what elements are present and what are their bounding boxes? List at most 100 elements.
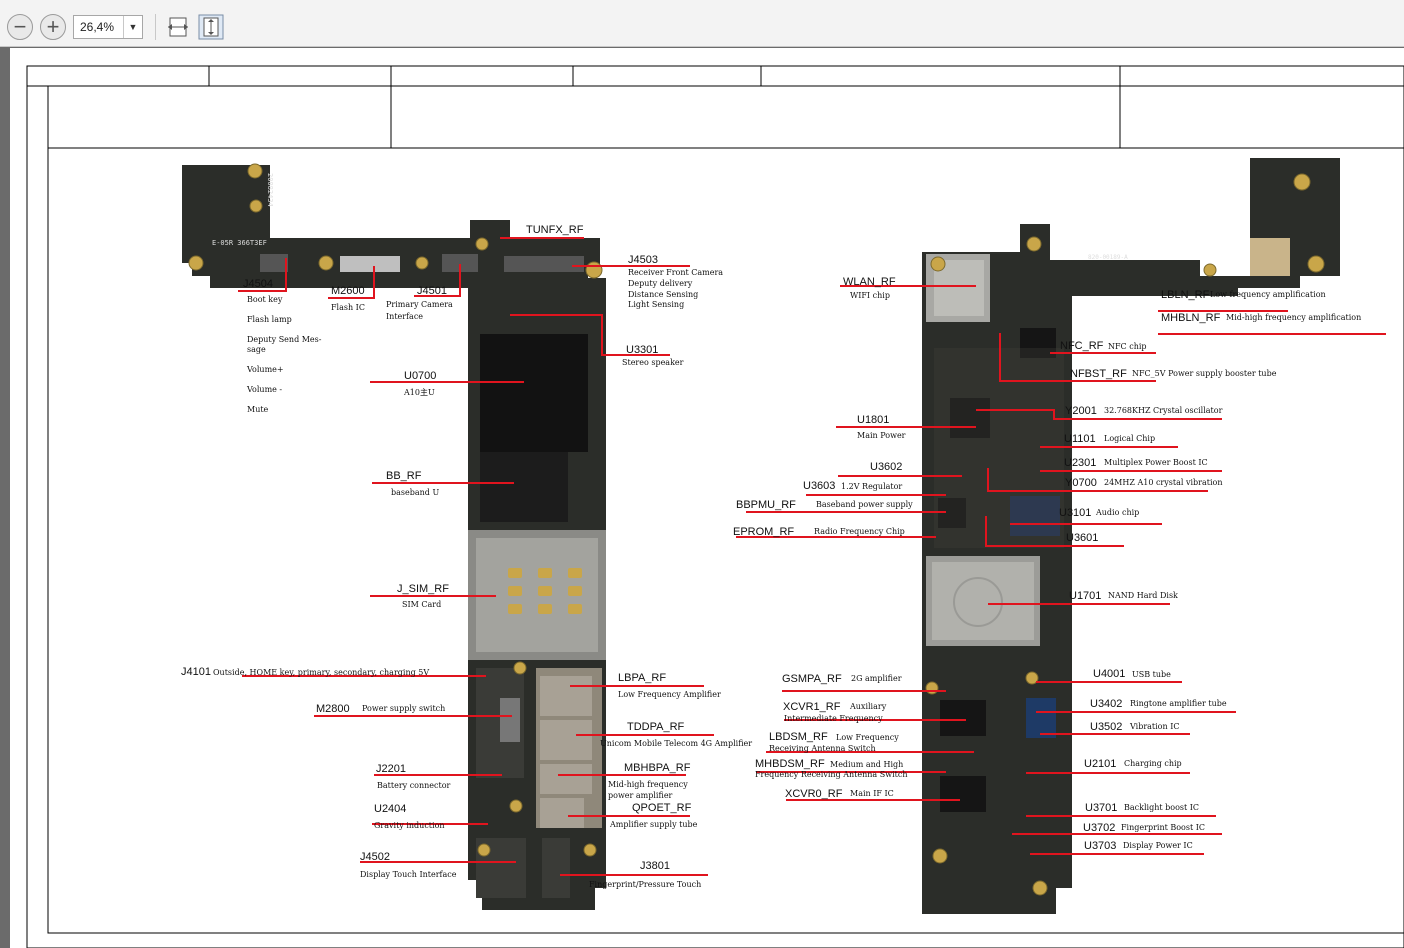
desc-u0700: A10主U [404, 388, 435, 397]
desc-bb-rf: baseband U [391, 488, 440, 497]
label-lbln-rf: LBLN_RF [1161, 289, 1210, 301]
desc-u3603: 1.2V Regulator [841, 482, 903, 491]
sticker-code: 20082434 [266, 173, 274, 207]
zoom-level-field[interactable]: 26,4% ▼ [73, 15, 143, 39]
label-j4502: J4502 [360, 851, 390, 863]
desc-u1101: Logical Chip [1104, 434, 1156, 443]
desc-j4501: Primary Camera [386, 300, 453, 309]
label-j3801: J3801 [640, 860, 670, 872]
desc-y2001: 32.768KHZ Crystal oscillator [1104, 406, 1223, 415]
desc-j3801: Fingerprint/Pressure Touch [589, 880, 702, 889]
desc-j4503-line3: Distance Sensing [628, 290, 699, 299]
desc-u3402: Ringtone amplifier tube [1130, 699, 1227, 708]
desc-j4504-line3: Deputy Send Mes- [247, 335, 322, 344]
label-u3703: U3703 [1084, 840, 1117, 852]
label-eprom-rf: EPROM_RF [733, 526, 795, 538]
desc-lbdsm-rf: Low Frequency [836, 733, 899, 742]
label-u4001: U4001 [1093, 668, 1126, 680]
label-u2301: U2301 [1064, 457, 1097, 469]
label-u2101: U2101 [1084, 758, 1117, 770]
label-xcvr0-rf: XCVR0_RF [785, 788, 843, 800]
desc-u3701: Backlight boost IC [1124, 803, 1200, 812]
label-j-sim-rf: J_SIM_RF [397, 583, 449, 595]
desc-u3702: Fingerprint Boost IC [1121, 823, 1206, 832]
label-mhbdsm-rf: MHBDSM_RF [755, 758, 825, 770]
desc-u2404: Gravity induction [374, 821, 445, 830]
board-code: E-05R 366T3EF [212, 239, 267, 247]
left-logic-board: 20082434 E-05R 366T3EF [182, 163, 606, 910]
desc-lbpa-rf: Low Frequency Amplifier [618, 690, 721, 699]
fit-page-icon[interactable] [198, 14, 224, 40]
desc-wlan-rf: WIFI chip [850, 291, 890, 300]
zoom-in-button[interactable]: + [40, 14, 66, 40]
desc-xcvr0-rf: Main IF IC [850, 789, 894, 798]
label-u1101: U1101 [1064, 433, 1096, 445]
desc-u3502: Vibration IC [1130, 722, 1180, 731]
zoom-value: 26,4% [80, 20, 115, 34]
zoom-out-button[interactable]: − [7, 14, 33, 40]
right-logic-board: 820-00189-A [922, 158, 1340, 914]
zoom-out-icon: − [13, 14, 27, 39]
desc-j4504-line2: Flash lamp [247, 315, 292, 324]
desc-j4504-line7: Mute [247, 405, 269, 414]
desc-j4504: Boot key [247, 295, 283, 304]
label-u3402: U3402 [1090, 698, 1123, 710]
desc-u2301: Multiplex Power Boost IC [1104, 458, 1208, 467]
label-mbhbpa-rf: MBHBPA_RF [624, 762, 691, 774]
desc-j4503: Receiver Front Camera [628, 268, 724, 277]
label-u1801: U1801 [857, 414, 890, 426]
label-nfbst-rf: NFBST_RF [1070, 368, 1127, 380]
label-u3301: U3301 [626, 344, 659, 356]
desc-mbhbpa-rf: Mid-high frequency [608, 780, 688, 789]
label-nfc-rf: NFC_RF [1060, 340, 1104, 352]
desc-j4502: Display Touch Interface [360, 870, 457, 879]
label-tunfx-rf: TUNFX_RF [526, 224, 584, 236]
label-j4503: J4503 [628, 254, 658, 266]
desc-u1701: NAND Hard Disk [1108, 591, 1178, 600]
desc-bbpmu-rf: Baseband power supply [816, 500, 913, 509]
label-qpoet-rf: QPOET_RF [632, 802, 692, 814]
label-u3601: U3601 [1066, 532, 1099, 544]
label-j2201: J2201 [376, 763, 406, 775]
label-mhbln-rf: MHBLN_RF [1161, 312, 1221, 324]
label-u3701: U3701 [1085, 802, 1118, 814]
desc-mhbln-rf: Mid-high frequency amplification [1226, 313, 1362, 322]
label-u1701: U1701 [1069, 590, 1102, 602]
dropdown-arrow-icon[interactable]: ▼ [123, 16, 142, 38]
label-j4504: J4504 [243, 278, 273, 290]
fit-width-icon[interactable] [165, 14, 191, 40]
board-number: 820-00189-A [1088, 254, 1128, 261]
desc-eprom-rf: Radio Frequency Chip [814, 527, 905, 536]
desc-j4101: Outside, HOME key, primary, secondary, c… [213, 668, 430, 677]
desc-j4503-line2: Deputy delivery [628, 279, 693, 288]
label-y2001: Y2001 [1065, 405, 1097, 417]
schematic-drawing: 20082434 E-05R 366T3EF 820 [26, 65, 1404, 948]
label-j4501: J4501 [417, 285, 447, 297]
label-u3603: U3603 [803, 480, 836, 492]
desc-j4504-line5: Volume+ [247, 365, 284, 374]
desc-tddpa-rf: Unicom Mobile Telecom 4G Amplifier [600, 739, 753, 748]
label-u3702: U3702 [1083, 822, 1116, 834]
zoom-in-icon: + [46, 14, 60, 39]
label-j4101: J4101 [181, 666, 211, 678]
toolbar-divider [155, 14, 156, 40]
desc-j2201: Battery connector [377, 781, 451, 790]
desc-u3703: Display Power IC [1123, 841, 1193, 850]
desc-j-sim-rf: SIM Card [402, 600, 442, 609]
desc-j4504-line4: sage [247, 345, 266, 354]
desc-m2600: Flash IC [331, 303, 365, 312]
viewer-toolbar: − + 26,4% ▼ [0, 0, 1404, 47]
label-u0700: U0700 [404, 370, 437, 382]
label-u3502: U3502 [1090, 721, 1123, 733]
label-u3101: U3101 [1059, 507, 1092, 519]
desc-mhbdsm-rf-line2: Frequency Receiving Antenna Switch [755, 770, 908, 779]
label-y0700: Y0700 [1065, 477, 1097, 489]
label-wlan-rf: WLAN_RF [843, 276, 896, 288]
label-lbpa-rf: LBPA_RF [618, 672, 667, 684]
desc-u1801: Main Power [857, 431, 906, 440]
label-tddpa-rf: TDDPA_RF [627, 721, 685, 733]
label-gsmpa-rf: GSMPA_RF [782, 673, 842, 685]
desc-j4503-line4: Light Sensing [628, 300, 685, 309]
desc-xcvr1-rf-line2: Intermediate Frequency [784, 714, 883, 723]
document-page: 20082434 E-05R 366T3EF 820 [10, 48, 1404, 948]
